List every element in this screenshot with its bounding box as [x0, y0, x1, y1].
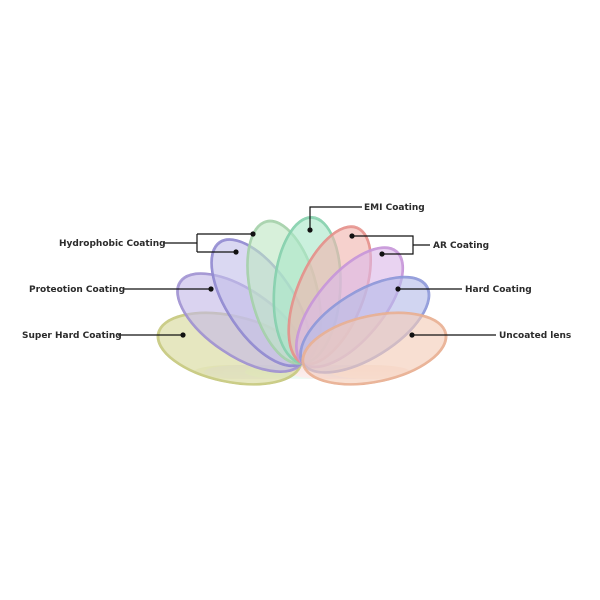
super-hard-coating-label: Super Hard Coating [22, 331, 122, 341]
hydrophobic-coating-label: Hydrophobic Coating [59, 239, 166, 249]
hard-dot [395, 286, 401, 292]
proteotion-coating-label: Proteotion Coating [29, 285, 125, 295]
ar-dot-upper [349, 233, 355, 239]
ar-coating-label: AR Coating [433, 241, 489, 251]
hydrophobic-dot-upper [250, 231, 256, 237]
super-hard-dot [180, 332, 186, 338]
hydrophobic-dot-lower [233, 249, 239, 255]
ar-bracket [352, 235, 430, 255]
emi-dot [307, 227, 313, 233]
ar-dot-lower [379, 251, 385, 257]
lens-uncoated-rim [302, 312, 447, 386]
uncoated-dot [409, 332, 415, 338]
emi-coating-label: EMI Coating [364, 203, 425, 213]
emi-callout-line [309, 206, 362, 229]
hard-coating-label: Hard Coating [465, 285, 532, 295]
callout-lines [118, 206, 496, 336]
lens-fan [156, 216, 448, 386]
callout-dots [180, 227, 415, 338]
lens-uncoated [301, 311, 448, 386]
proteotion-dot [208, 286, 214, 292]
hydrophobic-bracket [196, 233, 253, 253]
uncoated-lens-label: Uncoated lens [499, 331, 571, 341]
